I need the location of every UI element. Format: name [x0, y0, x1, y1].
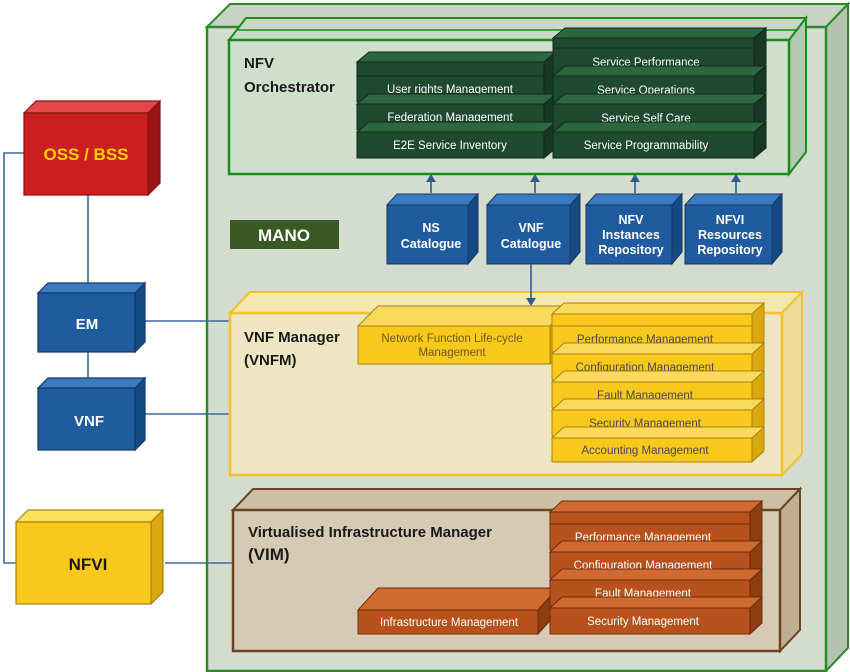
vnf-catalogue-line1: VNF [519, 221, 544, 235]
vnfm-title-line1: VNF Manager [244, 329, 340, 346]
nfvi-resources-line2: Resources [698, 228, 762, 242]
nfv-instances-line3: Repository [598, 243, 663, 257]
ns-catalogue-line1: NS [422, 221, 439, 235]
orch-left-bar-label: Federation Management [387, 112, 513, 124]
vnf-catalogue-line2: Catalogue [501, 237, 561, 251]
orch-right-bar-label: Service Programmability [584, 140, 709, 152]
vnfm-bar[interactable]: Accounting Management [550, 425, 766, 464]
vnf-catalogue-box[interactable]: VNF Catalogue [485, 192, 582, 266]
vim-title-line1: Virtualised Infrastructure Manager [248, 524, 492, 541]
vim-bar-stack: Performance Management Configuration Man… [548, 499, 764, 636]
nfvi-resources-repository-box[interactable]: NFVI Resources Repository [683, 192, 784, 266]
em-label: EM [76, 316, 99, 333]
lifecycle-management-box[interactable]: Network Function Life-cycle Management [356, 304, 572, 366]
oss-bss-box[interactable]: OSS / BSS [22, 99, 162, 197]
mano-label-box: MANO [230, 220, 339, 249]
oss-to-nfvi-line [3, 152, 24, 564]
nfvi-resources-line1: NFVI [716, 213, 744, 227]
mano-label: MANO [258, 226, 310, 245]
nfvi-box[interactable]: NFVI [14, 508, 165, 606]
orchestrator-title-line1: NFV [244, 55, 274, 72]
orch-left-bar[interactable]: E2E Service Inventory [355, 120, 558, 160]
orchestrator-right-stack: Service Performance Service Operations S… [551, 26, 768, 160]
ns-catalogue-box[interactable]: NS Catalogue [385, 192, 480, 266]
repo-arrows [426, 174, 741, 193]
lifecycle-line2: Management [418, 347, 486, 359]
orch-left-bar-label: User rights Management [387, 84, 514, 96]
vnfm-bar-label: Accounting Management [581, 445, 709, 457]
lifecycle-line1: Network Function Life-cycle [381, 333, 522, 345]
vnf-box[interactable]: VNF [36, 376, 147, 452]
em-box[interactable]: EM [36, 281, 147, 354]
infrastructure-management-box[interactable]: Infrastructure Management [356, 586, 560, 636]
vim-bar[interactable]: Security Management [548, 595, 764, 636]
nfv-instances-line1: NFV [619, 213, 645, 227]
nfvi-label: NFVI [69, 555, 108, 574]
vnfm-title-line2: (VNFM) [244, 352, 297, 369]
connection-lines [3, 152, 232, 564]
nfvi-resources-line3: Repository [697, 243, 762, 257]
vnf-catalogue-to-lifecycle-arrow [526, 264, 536, 306]
vim-bar-label: Security Management [587, 616, 700, 628]
nfv-instances-repository-box[interactable]: NFV Instances Repository [584, 192, 684, 266]
orchestrator-left-stack: User rights Management Federation Manage… [355, 50, 558, 160]
vnf-label: VNF [74, 413, 104, 430]
vnfm-bar-stack: Performance Management Configuration Man… [550, 301, 766, 464]
orch-right-bar[interactable]: Service Programmability [551, 120, 768, 160]
orchestrator-title-line2: Orchestrator [244, 79, 335, 96]
nfv-instances-line2: Instances [602, 228, 660, 242]
oss-bss-label: OSS / BSS [43, 145, 128, 164]
infrastructure-management-label: Infrastructure Management [380, 617, 519, 629]
vim-title-line2: (VIM) [248, 545, 290, 564]
orch-left-bar-label: E2E Service Inventory [393, 140, 507, 152]
ns-catalogue-line2: Catalogue [401, 237, 461, 251]
